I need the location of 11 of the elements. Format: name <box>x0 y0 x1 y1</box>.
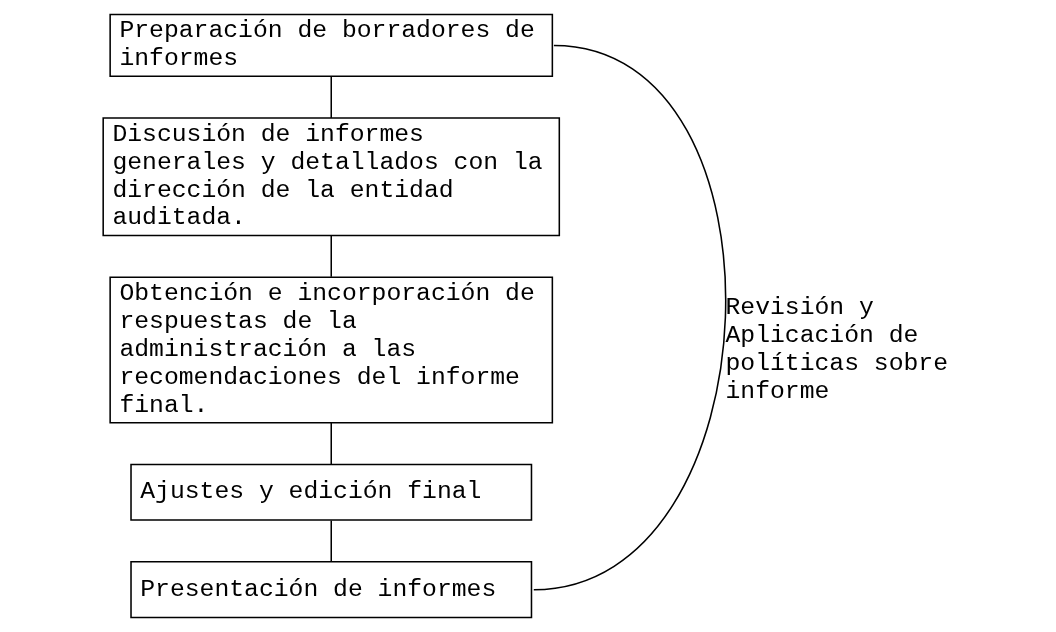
edge-label: Revisión y Aplicación de políticas sobre informe <box>725 293 949 405</box>
node-box: Presentación de informes <box>130 561 533 619</box>
node-box: Preparación de borradores de informes <box>109 13 554 78</box>
node-box: Discusión de informes generales y detallados con la dirección de la entidad auditada. <box>102 117 561 237</box>
node-box: Obtención e incorporación de respuestas de la administración a las recomendaciones del informe final. <box>109 276 554 424</box>
connector <box>533 44 727 591</box>
connector <box>330 519 333 563</box>
connector <box>330 235 333 278</box>
connector <box>330 422 333 465</box>
node-box: Ajustes y edición final <box>130 463 533 521</box>
connector <box>330 75 333 119</box>
